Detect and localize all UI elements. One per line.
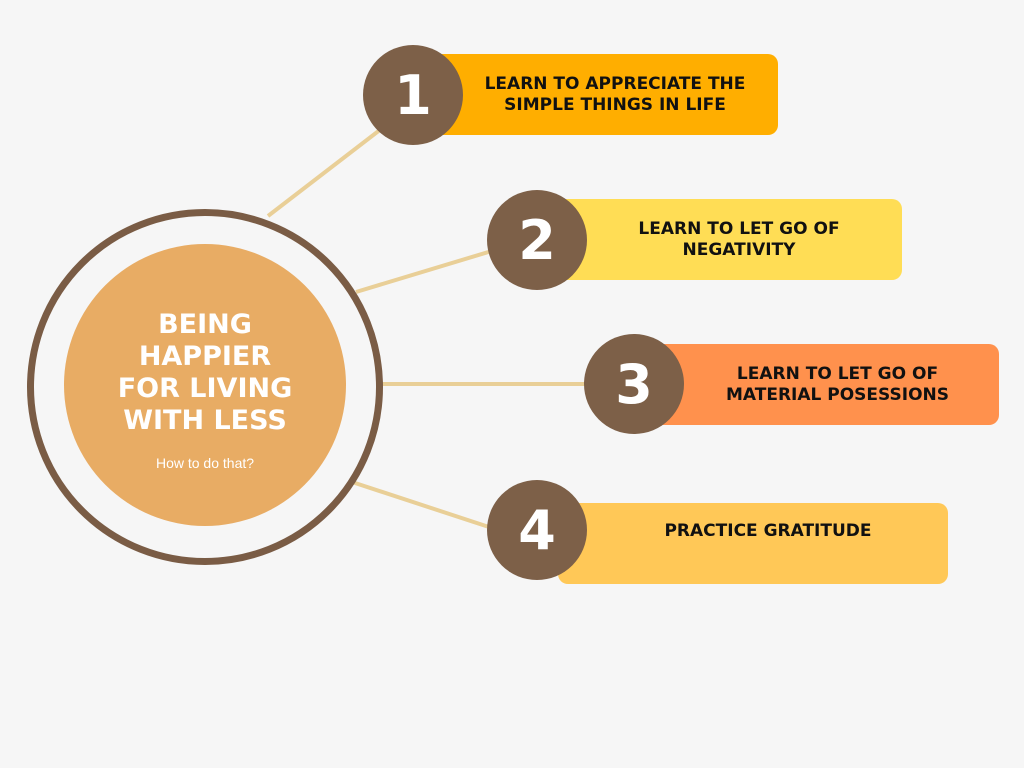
step-3-box: LEARN TO LET GO OF MATERIAL POSESSIONS (640, 344, 999, 425)
step-1-number: 1 (363, 45, 463, 145)
step-3-number: 3 (584, 334, 684, 434)
step-2-box: LEARN TO LET GO OF NEGATIVITY (540, 199, 902, 280)
center-subtitle: How to do that? (155, 455, 255, 471)
connector-1 (266, 124, 387, 218)
connector-4 (351, 480, 493, 530)
center-title: BEING HAPPIER FOR LIVING WITH LESS (117, 309, 293, 436)
step-1-label: LEARN TO APPRECIATE THE SIMPLE THINGS IN… (484, 73, 746, 115)
step-3-label: LEARN TO LET GO OF MATERIAL POSESSIONS (725, 363, 950, 405)
step-4-number: 4 (487, 480, 587, 580)
connector-2 (355, 248, 496, 294)
step-2-number: 2 (487, 190, 587, 290)
step-2-label: LEARN TO LET GO OF NEGATIVITY (638, 218, 840, 260)
step-1-box: LEARN TO APPRECIATE THE SIMPLE THINGS IN… (420, 54, 778, 135)
center-circle: BEING HAPPIER FOR LIVING WITH LESS How t… (64, 244, 346, 526)
step-4-label: PRACTICE GRATITUDE (664, 521, 872, 541)
step-4-box: PRACTICE GRATITUDE (558, 503, 948, 584)
